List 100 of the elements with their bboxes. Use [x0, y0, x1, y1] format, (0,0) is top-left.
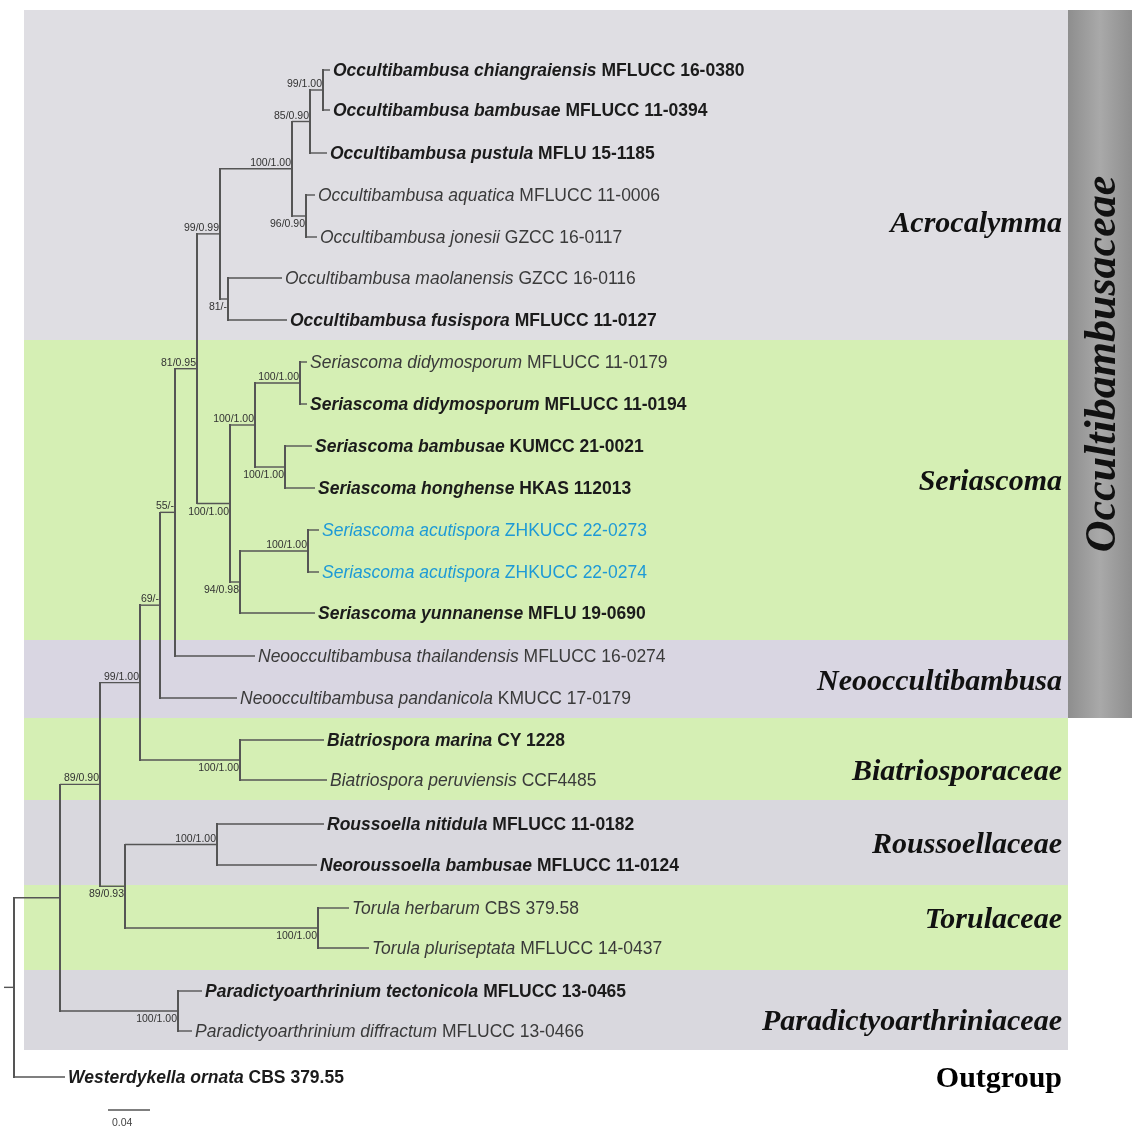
- support-value: 100/1.00: [243, 468, 284, 480]
- horizontal-branch: [124, 843, 218, 846]
- horizontal-branch: [317, 947, 370, 949]
- horizontal-branch: [299, 361, 308, 363]
- taxon-label: Seriascoma didymosporum MFLUCC 11-0194: [310, 393, 687, 415]
- horizontal-branch: [219, 168, 293, 170]
- support-value: 81/0.95: [160, 355, 196, 368]
- horizontal-branch: [219, 298, 229, 300]
- taxon-label: Biatriospora marina CY 1228: [327, 729, 565, 751]
- taxon-label: Roussoella nitidula MFLUCC 11-0182: [327, 813, 635, 835]
- horizontal-branch: [309, 89, 324, 91]
- support-value: 96/0.90: [269, 217, 305, 229]
- family-label: Occultibambusaceae: [1074, 175, 1126, 553]
- taxon-label: Seriascoma acutispora ZHKUCC 22-0273: [322, 519, 647, 541]
- horizontal-branch: [239, 550, 309, 552]
- support-value: 100/1.00: [250, 155, 291, 168]
- taxon-label: Occultibambusa aquatica MFLUCC 11-0006: [318, 184, 661, 206]
- horizontal-branch: [291, 215, 307, 217]
- horizontal-branch: [159, 697, 238, 699]
- horizontal-branch: [13, 897, 61, 899]
- support-value: 100/1.00: [188, 504, 229, 517]
- support-value: 94/0.98: [203, 583, 239, 595]
- taxon-label: Seriascoma acutispora ZHKUCC 22-0274: [322, 561, 647, 583]
- taxon-label: Seriascoma bambusae KUMCC 21-0021: [315, 435, 644, 457]
- horizontal-branch: [59, 1010, 179, 1012]
- horizontal-branch: [3, 986, 15, 989]
- horizontal-branch: [254, 466, 286, 468]
- taxon-label: Occultibambusa jonesii GZCC 16-0117: [320, 226, 623, 248]
- horizontal-branch: [229, 424, 256, 426]
- horizontal-branch: [229, 581, 241, 583]
- taxon-label: Neooccultibambusa pandanicola KMUCC 17-0179: [240, 687, 632, 709]
- horizontal-branch: [307, 571, 320, 573]
- horizontal-branch: [307, 529, 320, 531]
- horizontal-branch: [174, 368, 198, 370]
- support-value: 99/1.00: [103, 669, 139, 682]
- taxon-label: Biatriospora peruviensis CCF4485: [330, 769, 597, 791]
- support-value: 100/1.00: [136, 1012, 177, 1024]
- horizontal-branch: [239, 779, 328, 781]
- taxon-label: Paradictyoarthrinium diffractum MFLUCC 13-0466: [195, 1020, 585, 1042]
- horizontal-branch: [177, 990, 203, 992]
- scale-value: 0.04: [112, 1116, 133, 1128]
- taxon-label: Paradictyoarthrinium tectonicola MFLUCC 13-0465: [205, 980, 627, 1002]
- horizontal-branch: [139, 604, 161, 606]
- horizontal-branch: [254, 382, 301, 384]
- taxon-label: Occultibambusa fusispora MFLUCC 11-0127: [290, 309, 657, 331]
- outgroup-label: Outgroup: [935, 1060, 1062, 1094]
- taxon-label: Seriascoma yunnanense MFLU 19-0690: [318, 602, 646, 624]
- horizontal-branch: [299, 403, 308, 405]
- taxon-label: Occultibambusa maolanensis GZCC 16-0116: [285, 267, 636, 289]
- horizontal-branch: [239, 739, 325, 741]
- horizontal-branch: [227, 319, 288, 321]
- horizontal-branch: [309, 152, 328, 154]
- support-value: 100/1.00: [198, 761, 239, 773]
- horizontal-branch: [305, 194, 316, 196]
- support-value: 99/0.99: [183, 220, 219, 233]
- clade-band: [24, 800, 1068, 885]
- support-value: 85/0.90: [273, 108, 309, 121]
- horizontal-branch: [99, 681, 141, 684]
- horizontal-branch: [139, 759, 241, 761]
- horizontal-branch: [322, 109, 331, 111]
- clade-band: [24, 340, 1068, 640]
- taxon-label: Occultibambusa chiangraiensis MFLUCC 16-0380: [333, 59, 745, 81]
- taxon-label: Occultibambusa pustula MFLU 15-1185: [330, 142, 655, 164]
- horizontal-branch: [305, 236, 318, 238]
- taxon-label: Torula pluriseptata MFLUCC 14-0437: [372, 937, 663, 959]
- support-value: 89/0.90: [63, 771, 99, 784]
- clade-band: [24, 10, 1068, 340]
- support-value: 99/1.00: [286, 77, 322, 89]
- horizontal-branch: [59, 783, 101, 786]
- clade-label: Roussoellaceae: [872, 826, 1062, 860]
- horizontal-branch: [239, 612, 316, 614]
- horizontal-branch: [284, 487, 316, 489]
- horizontal-branch: [196, 502, 231, 505]
- horizontal-branch: [317, 907, 350, 909]
- clade-label: Neooccultibambusa: [817, 663, 1062, 697]
- horizontal-branch: [177, 1030, 193, 1032]
- horizontal-branch: [284, 445, 313, 447]
- horizontal-branch: [174, 655, 256, 657]
- clade-band: [24, 640, 1068, 718]
- horizontal-branch: [196, 233, 221, 235]
- support-value: 100/1.00: [266, 538, 307, 550]
- support-value: 100/1.00: [175, 831, 216, 844]
- support-value: 89/0.93: [88, 887, 124, 900]
- taxon-label: Seriascoma didymosporum MFLUCC 11-0179: [310, 351, 668, 373]
- clade-band: [24, 885, 1068, 970]
- support-value: 100/1.00: [276, 929, 317, 941]
- clade-label: Biatriosporaceae: [852, 753, 1062, 787]
- taxon-label: Seriascoma honghense HKAS 112013: [318, 477, 632, 499]
- horizontal-branch: [159, 511, 176, 514]
- support-value: 55/-: [155, 499, 174, 512]
- horizontal-branch: [216, 823, 325, 825]
- clade-band: [24, 970, 1068, 1050]
- clade-label: Torulaceae: [924, 901, 1062, 935]
- taxon-label: Torula herbarum CBS 379.58: [352, 897, 579, 919]
- horizontal-branch: [227, 277, 283, 279]
- taxon-label: Occultibambusa bambusae MFLUCC 11-0394: [333, 99, 708, 121]
- clade-label: Paradictyoarthriniaceae: [762, 1003, 1062, 1037]
- taxon-label: Neoroussoella bambusae MFLUCC 11-0124: [320, 854, 679, 876]
- horizontal-branch: [99, 885, 126, 887]
- family-band: [1068, 10, 1132, 718]
